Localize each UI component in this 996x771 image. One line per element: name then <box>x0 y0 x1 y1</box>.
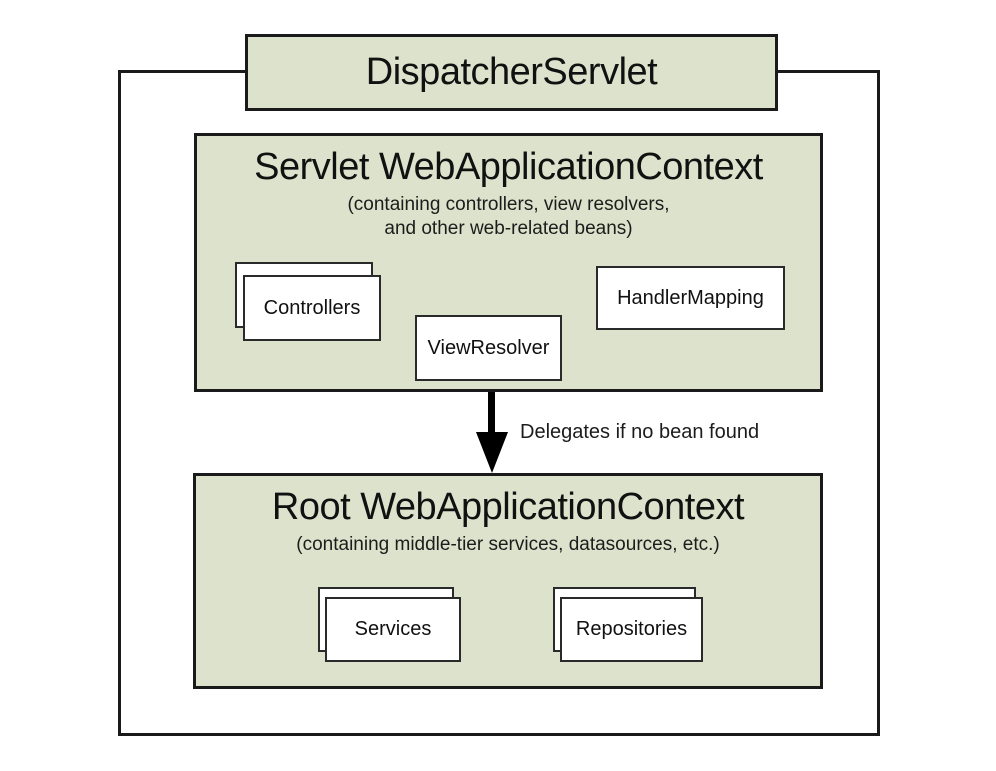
delegation-arrow-stem <box>488 392 495 444</box>
servlet-webapplicationcontext-box: Servlet WebApplicationContext (containin… <box>194 133 823 392</box>
controllers-bean-label: Controllers <box>263 296 361 319</box>
viewresolver-bean: ViewResolver <box>415 315 562 381</box>
repositories-bean: Repositories <box>560 597 703 662</box>
servlet-context-title: Servlet WebApplicationContext <box>254 146 763 188</box>
services-bean: Services <box>325 597 461 662</box>
handlermapping-bean: HandlerMapping <box>596 266 785 330</box>
root-context-title: Root WebApplicationContext <box>271 486 745 528</box>
dispatcher-servlet-label: DispatcherServlet <box>365 51 658 94</box>
delegation-arrow-head-icon <box>476 432 508 473</box>
dispatcher-servlet-box: DispatcherServlet <box>245 34 778 111</box>
repositories-bean-label: Repositories <box>575 618 688 640</box>
root-webapplicationcontext-box: Root WebApplicationContext (containing m… <box>193 473 823 689</box>
viewresolver-bean-label: ViewResolver <box>427 336 550 359</box>
services-bean-label: Services <box>354 618 432 640</box>
controllers-bean: Controllers <box>243 275 381 341</box>
delegation-arrow-label: Delegates if no bean found <box>520 421 760 443</box>
root-context-subtitle: (containing middle-tier services, dataso… <box>296 533 720 555</box>
handlermapping-bean-label: HandlerMapping <box>617 286 764 309</box>
servlet-context-subtitle-line2: and other web-related beans) <box>384 217 633 239</box>
servlet-context-subtitle-line1: (containing controllers, view resolvers, <box>347 193 670 215</box>
